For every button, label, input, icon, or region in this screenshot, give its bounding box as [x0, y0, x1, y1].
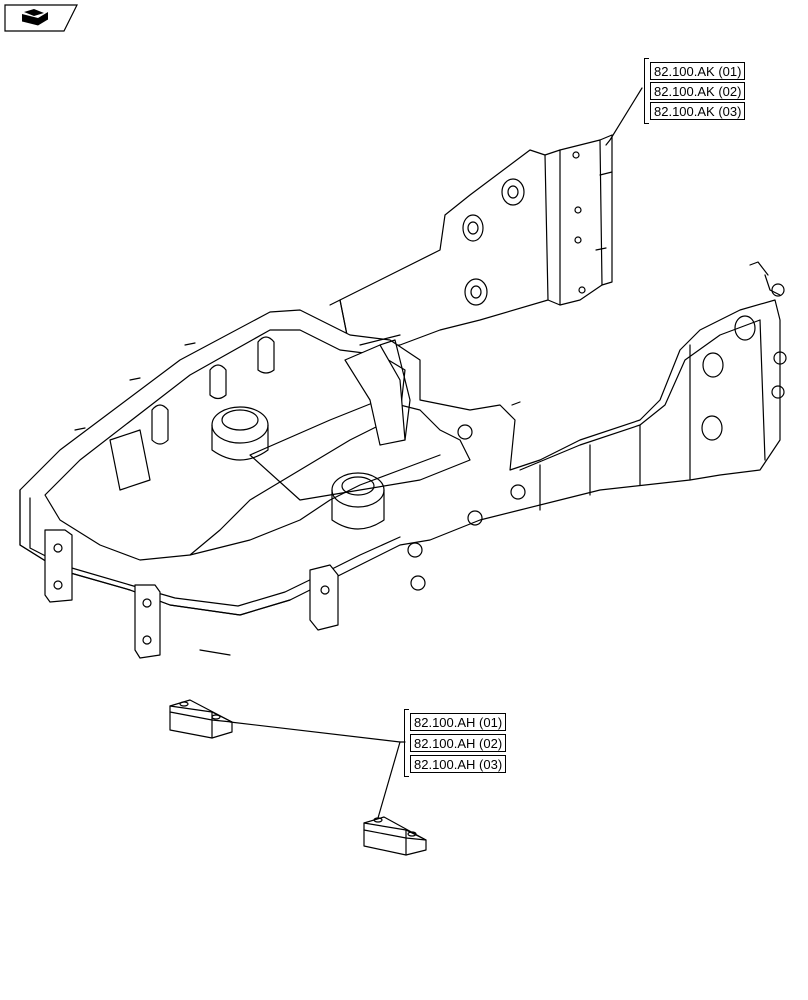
- bolt: [407, 542, 423, 558]
- bolt-boss: [462, 214, 484, 242]
- bolt: [457, 424, 473, 440]
- book-arrow-icon: [21, 9, 49, 27]
- bolt: [410, 575, 426, 591]
- ref-link-82-100-ah-02[interactable]: 82.100.AH (02): [410, 734, 507, 752]
- bolt-boss: [734, 315, 756, 341]
- ref-link-82-100-ah-03[interactable]: 82.100.AH (03): [410, 755, 507, 773]
- nav-badge[interactable]: [4, 4, 78, 32]
- leader-rear-bracket: [605, 87, 643, 146]
- callout-group-pads: 82.100.AH (01) 82.100.AH (02) 82.100.AH …: [404, 709, 520, 777]
- pad-lower: [363, 816, 427, 856]
- rear-side-bracket: [329, 134, 613, 353]
- leader-pads: [229, 721, 406, 743]
- bolt: [467, 510, 483, 526]
- callout-group-rear-bracket: 82.100.AK (01) 82.100.AK (02) 82.100.AK …: [644, 58, 754, 124]
- bolt-boss: [702, 352, 724, 378]
- main-frame: [19, 261, 787, 659]
- ref-link-82-100-ah-01[interactable]: 82.100.AH (01): [410, 713, 507, 731]
- callout-bracket: [644, 58, 649, 124]
- ref-link-82-100-ak-03[interactable]: 82.100.AK (03): [650, 102, 746, 120]
- leader-pads: [377, 741, 401, 819]
- ref-link-82-100-ak-01[interactable]: 82.100.AK (01): [650, 62, 746, 80]
- bolt-boss: [464, 278, 488, 306]
- ref-link-82-100-ak-02[interactable]: 82.100.AK (02): [650, 82, 746, 100]
- pad-upper: [169, 699, 233, 739]
- bolt-boss: [501, 178, 525, 206]
- bolt-boss: [701, 415, 723, 441]
- callout-bracket: [404, 709, 409, 777]
- bolt: [510, 484, 526, 500]
